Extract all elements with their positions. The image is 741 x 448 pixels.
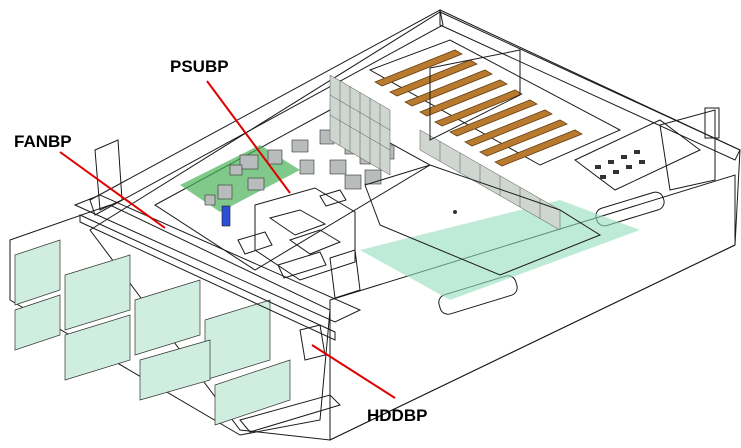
drive-cage	[9, 139, 362, 436]
hddbp-label: HDDBP	[367, 406, 427, 425]
hddbp-leader-line	[311, 344, 396, 399]
callout-hddbp: HDDBP	[311, 344, 427, 425]
front-strap	[239, 394, 341, 433]
rear-io	[574, 107, 720, 191]
pcie-slots	[374, 49, 583, 167]
fanbp-label: FANBP	[14, 132, 72, 151]
blue-connector	[221, 205, 231, 227]
callout-fanbp: FANBP	[14, 132, 166, 229]
psubp-leader-line	[206, 80, 291, 194]
fanbp-leader-line	[59, 151, 166, 229]
psubp-board	[237, 187, 361, 299]
callout-psubp: PSUBP	[170, 57, 291, 194]
drive-bays	[14, 239, 291, 426]
riser-cards	[368, 39, 622, 167]
air-duct	[364, 164, 602, 276]
mesh-fence	[329, 74, 561, 231]
chassis-tray	[89, 9, 741, 441]
psubp-label: PSUBP	[170, 57, 229, 76]
riser-blue	[429, 49, 521, 141]
fan-bracket-bar	[73, 194, 362, 323]
